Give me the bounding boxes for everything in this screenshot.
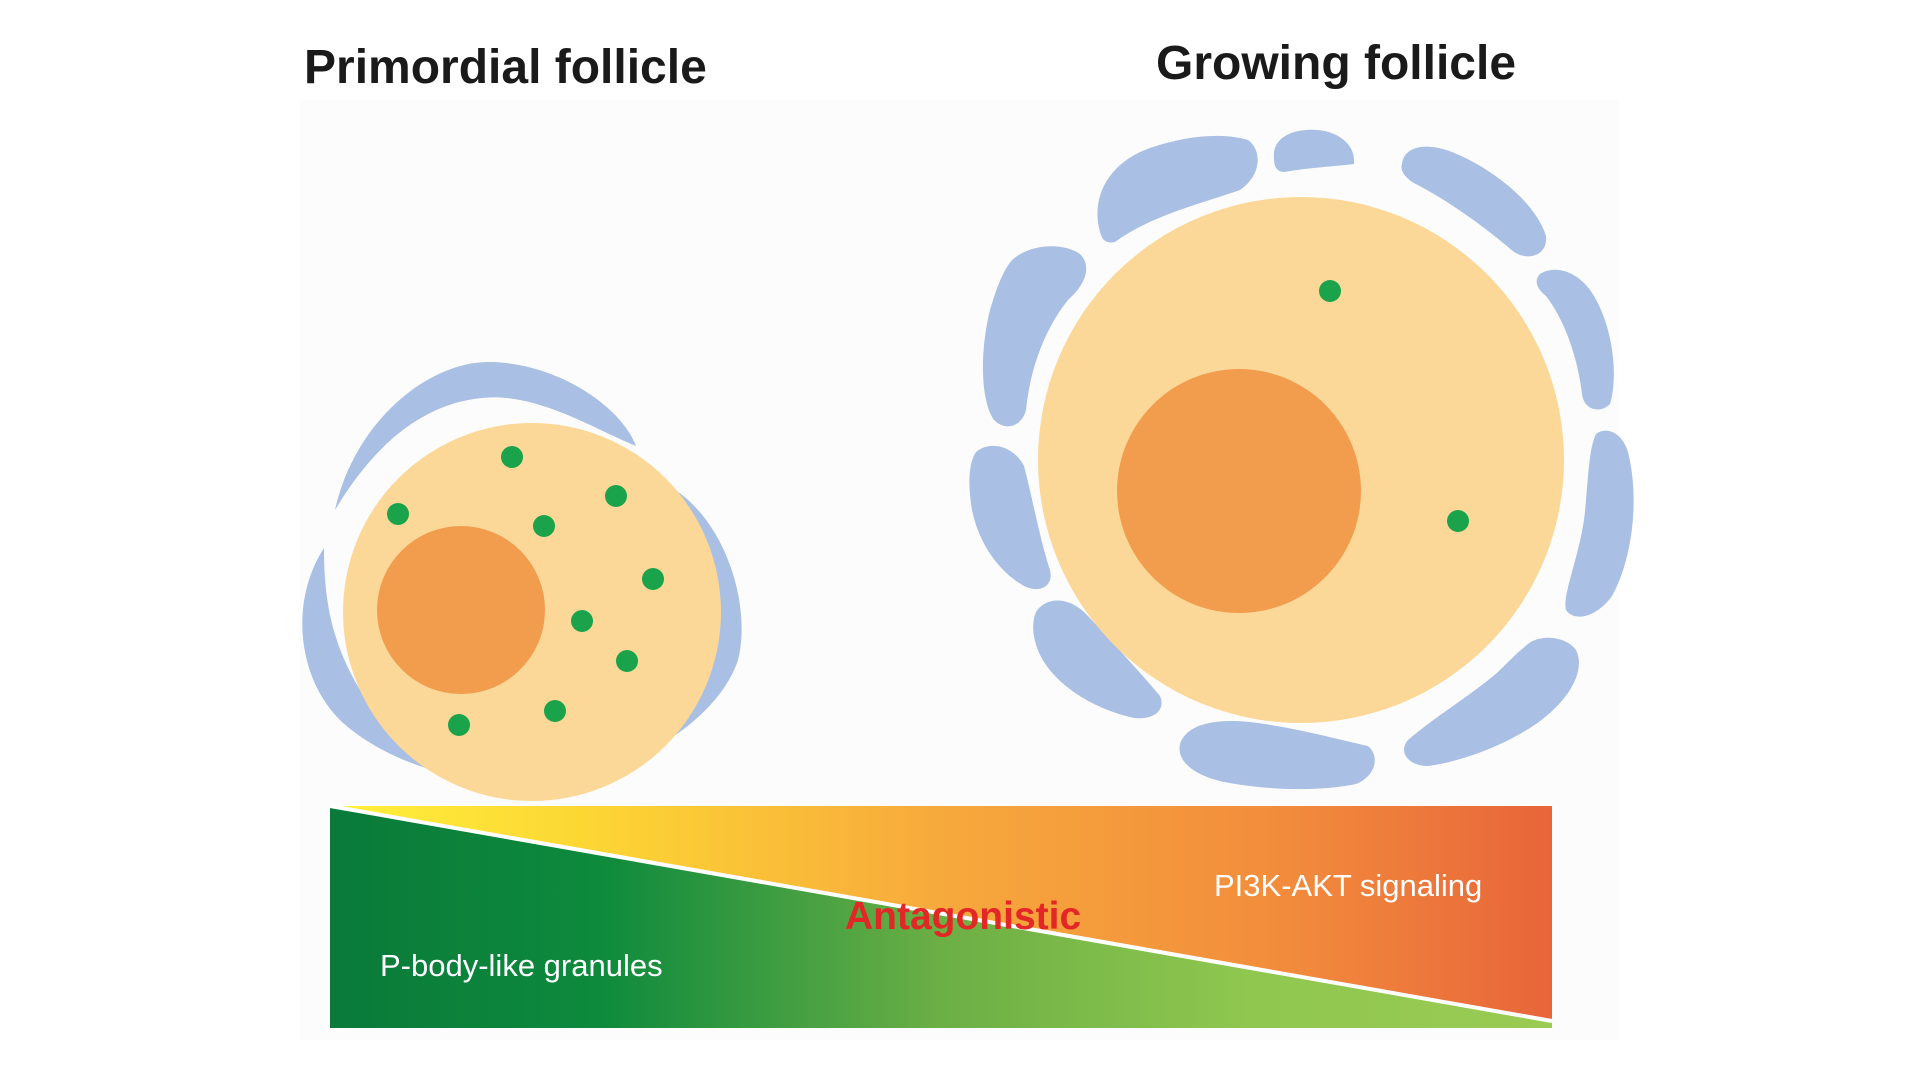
granulosa-cell [1536, 269, 1614, 410]
granulosa-cell [1033, 600, 1162, 719]
primordial-follicle-title: Primordial follicle [304, 41, 707, 94]
granulosa-cell [1273, 129, 1355, 172]
antagonism-gradient-bar: PI3K-AKT signaling Antagonistic P-body-l… [329, 804, 1553, 1028]
oocyte-nucleus [1117, 369, 1361, 613]
oocyte-nucleus [377, 526, 545, 694]
p-body-granules [1319, 280, 1469, 532]
p-body-granules [387, 446, 664, 736]
granule-dot [501, 446, 523, 468]
diagonal-divider [329, 804, 1553, 1023]
antagonistic-label: Antagonistic [845, 895, 1081, 938]
primordial-follicle [302, 361, 742, 801]
granulosa-cell [1404, 637, 1579, 766]
granulosa-cell [335, 361, 636, 510]
granule-dot [642, 568, 664, 590]
granulosa-cell [982, 246, 1087, 427]
granulosa-cell [1179, 720, 1375, 790]
granule-dot [616, 650, 638, 672]
p-body-like-granules-label: P-body-like granules [380, 948, 663, 983]
granule-dot [1447, 510, 1469, 532]
granulosa-cell [1097, 135, 1258, 243]
granule-dot [387, 503, 409, 525]
granule-dot [544, 700, 566, 722]
growing-follicle-title: Growing follicle [1156, 37, 1517, 90]
granule-dot [1319, 280, 1341, 302]
granulosa-cell [1565, 430, 1634, 617]
granule-dot [533, 515, 555, 537]
granule-dot [605, 485, 627, 507]
granulosa-cell-ring [969, 129, 1634, 790]
growing-follicle [969, 129, 1634, 790]
pi3k-akt-signaling-label: PI3K-AKT signaling [1214, 868, 1482, 903]
granulosa-cell [302, 548, 500, 782]
granulosa-cell [1401, 146, 1547, 257]
granule-dot [448, 714, 470, 736]
granulosa-cell [969, 445, 1051, 590]
granule-dot [571, 610, 593, 632]
